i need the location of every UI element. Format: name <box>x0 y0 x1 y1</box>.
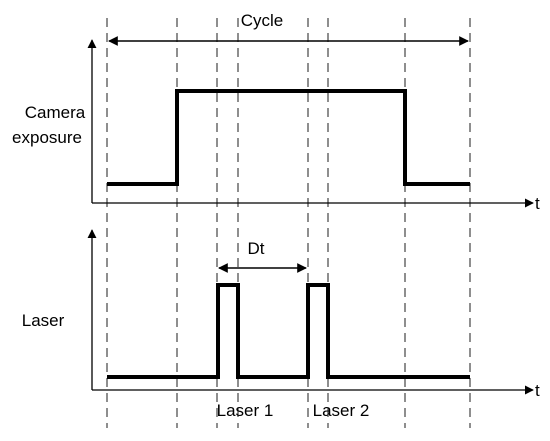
laser1-label: Laser 1 <box>217 401 274 420</box>
camera-exposure-signal <box>107 89 470 186</box>
laser-axis-t-label: t <box>535 381 540 400</box>
laser-label: Laser <box>22 311 65 330</box>
laser-signal <box>107 283 470 379</box>
laser2-label: Laser 2 <box>313 401 370 420</box>
guide-lines <box>106 18 471 428</box>
cycle-label: Cycle <box>241 11 284 30</box>
camera-exposure-label-line1: Camera <box>25 103 86 122</box>
camera-axis-t-label: t <box>535 194 540 213</box>
camera-exposure-label-line2: exposure <box>12 128 82 147</box>
dt-label: Dt <box>248 239 265 258</box>
